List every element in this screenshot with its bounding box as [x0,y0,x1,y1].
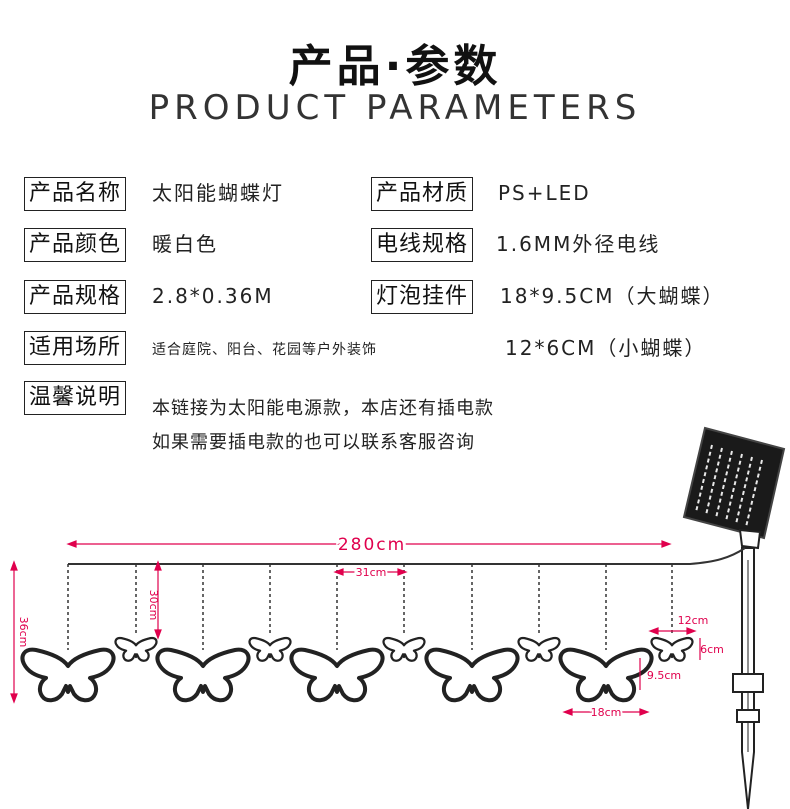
note-label: 温馨说明 [24,381,127,415]
spec-label: 产品规格 [24,280,127,314]
pendant-value-small: 12*6CM（小蝴蝶） [505,336,707,360]
dim-large-width: 18cm [591,706,622,719]
dim-spacing: 31cm [356,566,387,579]
wire-value: 1.6MM外径电线 [496,232,661,256]
product-name-value: 太阳能蝴蝶灯 [152,181,284,205]
solar-panel [682,426,786,550]
pendant-value-large: 18*9.5CM（大蝴蝶） [500,284,725,308]
dim-drop-height: 36cm [17,617,30,648]
note-line-2: 如果需要插电款的也可以联系客服咨询 [152,432,475,453]
dim-total-length: 280cm [338,535,406,555]
large-butterflies [20,647,654,703]
color-label: 产品颜色 [24,228,127,262]
spec-value: 2.8*0.36M [152,284,274,308]
dim-string-length: 30cm [147,590,160,621]
product-name-label: 产品名称 [24,177,127,211]
pendant-label: 灯泡挂件 [371,280,474,314]
color-value: 暖白色 [152,232,218,256]
wire-label: 电线规格 [371,228,474,262]
page-subtitle: PRODUCT PARAMETERS [148,88,642,128]
dim-small-width: 12cm [678,614,709,627]
material-value: PS+LED [498,181,591,205]
dim-small-height: 6cm [700,643,724,656]
dim-large-height: 9.5cm [647,669,681,682]
material-label: 产品材质 [371,177,474,211]
note-line-1: 本链接为太阳能电源款，本店还有插电款 [152,398,494,419]
place-label: 适用场所 [24,331,127,365]
place-value: 适合庭院、阳台、花园等户外装饰 [152,342,377,358]
page-title: 产品·参数 [288,41,502,92]
ground-stake [732,547,764,809]
